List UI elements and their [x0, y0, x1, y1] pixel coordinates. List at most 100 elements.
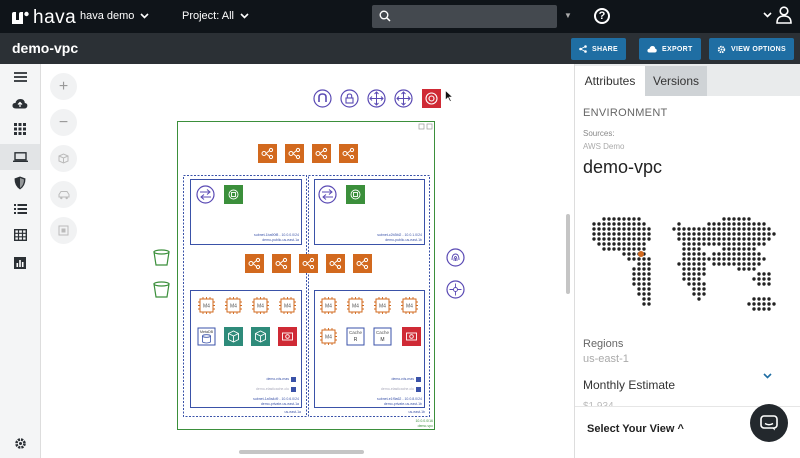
- map-dot: [757, 222, 761, 226]
- svg-text:M4: M4: [352, 304, 359, 310]
- ec2-instance-icon[interactable]: M4: [278, 296, 297, 315]
- map-dot: [617, 247, 621, 251]
- package-icon[interactable]: [251, 327, 270, 346]
- user-menu[interactable]: [763, 6, 792, 24]
- export-button[interactable]: EXPORT: [639, 38, 701, 60]
- map-dot: [687, 257, 691, 261]
- waf-icon[interactable]: [422, 89, 441, 108]
- load-balancer-icon[interactable]: [299, 254, 318, 273]
- ec2-instance-icon[interactable]: M4: [373, 296, 392, 315]
- ec2-instance-icon[interactable]: M4: [319, 327, 338, 346]
- grid-icon[interactable]: [0, 116, 40, 142]
- route-table-icon[interactable]: [394, 89, 413, 108]
- map-dot: [747, 302, 751, 306]
- map-dot: [727, 252, 731, 256]
- load-balancer-icon[interactable]: [353, 254, 372, 273]
- ec2-instance-icon[interactable]: M4: [346, 296, 365, 315]
- ec2-instance-icon[interactable]: M4: [224, 296, 243, 315]
- map-dot: [722, 232, 726, 236]
- hava-logo[interactable]: hava: [10, 7, 76, 29]
- tab-versions[interactable]: Versions: [645, 66, 707, 96]
- rds-database-icon[interactable]: MetaDB: [197, 327, 216, 346]
- search-options-caret[interactable]: ▼: [564, 11, 572, 20]
- load-balancer-icon[interactable]: [258, 144, 277, 163]
- map-dot: [687, 277, 691, 281]
- map-dot: [647, 267, 651, 271]
- logo-text: hava: [33, 7, 77, 28]
- chat-button[interactable]: [750, 404, 788, 442]
- nat-gateway-icon[interactable]: [318, 185, 337, 204]
- map-dot: [747, 237, 751, 241]
- load-balancer-icon[interactable]: [326, 254, 345, 273]
- map-dot: [722, 252, 726, 256]
- laptop-icon[interactable]: [0, 144, 40, 170]
- vertical-scrollbar[interactable]: [566, 214, 570, 294]
- fingerprint-icon[interactable]: [446, 248, 465, 267]
- svg-text:Cache: Cache: [376, 330, 390, 335]
- horizontal-scrollbar[interactable]: [239, 450, 364, 454]
- ec2-instance-icon[interactable]: M4: [319, 296, 338, 315]
- view-options-button[interactable]: VIEW OPTIONS: [709, 38, 794, 60]
- map-dot: [742, 262, 746, 266]
- map-dot: [762, 307, 766, 311]
- table-icon[interactable]: [0, 222, 40, 248]
- s3-bucket-icon[interactable]: [152, 280, 171, 299]
- ec2-autoscale-icon[interactable]: [224, 185, 243, 204]
- map-dot: [647, 227, 651, 231]
- load-balancer-icon[interactable]: [312, 144, 331, 163]
- box-tool-icon[interactable]: [50, 145, 77, 172]
- network-icon[interactable]: [446, 280, 465, 299]
- world-map: [592, 217, 776, 311]
- map-dot: [732, 262, 736, 266]
- search-input[interactable]: [372, 5, 557, 28]
- chip-tool-icon[interactable]: [50, 217, 77, 244]
- help-icon[interactable]: ?: [594, 8, 610, 24]
- shield-icon[interactable]: [0, 170, 40, 196]
- map-dot: [707, 222, 711, 226]
- map-dot: [642, 292, 646, 296]
- map-dot: [622, 222, 626, 226]
- ec2-instance-icon[interactable]: M4: [400, 296, 419, 315]
- map-dot: [637, 242, 641, 246]
- elasticache-icon[interactable]: [278, 327, 297, 346]
- ec2-instance-icon[interactable]: M4: [197, 296, 216, 315]
- project-selector[interactable]: Project: All: [182, 10, 249, 22]
- elasticache-icon[interactable]: [402, 327, 421, 346]
- map-dot: [647, 302, 651, 306]
- map-dot: [752, 257, 756, 261]
- map-dot: [602, 232, 606, 236]
- chevron-down-icon[interactable]: [763, 373, 772, 379]
- s3-bucket-icon[interactable]: [152, 248, 171, 267]
- zoom-out-button[interactable]: −: [50, 109, 77, 136]
- diagram-canvas[interactable]: + − subnet-1b: [41, 64, 574, 458]
- workspace-selector[interactable]: hava demo: [80, 10, 150, 22]
- ec2-instance-icon[interactable]: M4: [251, 296, 270, 315]
- settings-gear-icon[interactable]: [0, 430, 40, 456]
- map-dot: [637, 227, 641, 231]
- ec2-autoscale-icon[interactable]: [346, 185, 365, 204]
- load-balancer-icon[interactable]: [285, 144, 304, 163]
- menu-icon[interactable]: [0, 64, 40, 90]
- load-balancer-icon[interactable]: [245, 254, 264, 273]
- map-dot: [757, 242, 761, 246]
- map-dot: [697, 287, 701, 291]
- share-button[interactable]: SHARE: [571, 38, 627, 60]
- zoom-in-button[interactable]: +: [50, 73, 77, 100]
- map-dot: [737, 222, 741, 226]
- car-tool-icon[interactable]: [50, 181, 77, 208]
- gateway-icon[interactable]: [313, 89, 332, 108]
- map-dot: [622, 242, 626, 246]
- map-dot: [692, 257, 696, 261]
- lock-icon[interactable]: [340, 89, 359, 108]
- load-balancer-icon[interactable]: [339, 144, 358, 163]
- nat-gateway-icon[interactable]: [196, 185, 215, 204]
- package-icon[interactable]: [224, 327, 243, 346]
- chart-icon[interactable]: [0, 250, 40, 276]
- tab-attributes[interactable]: Attributes: [575, 66, 645, 96]
- load-balancer-icon[interactable]: [272, 254, 291, 273]
- list-icon[interactable]: [0, 196, 40, 222]
- route-table-icon[interactable]: [367, 89, 386, 108]
- cloud-upload-icon[interactable]: [0, 90, 40, 116]
